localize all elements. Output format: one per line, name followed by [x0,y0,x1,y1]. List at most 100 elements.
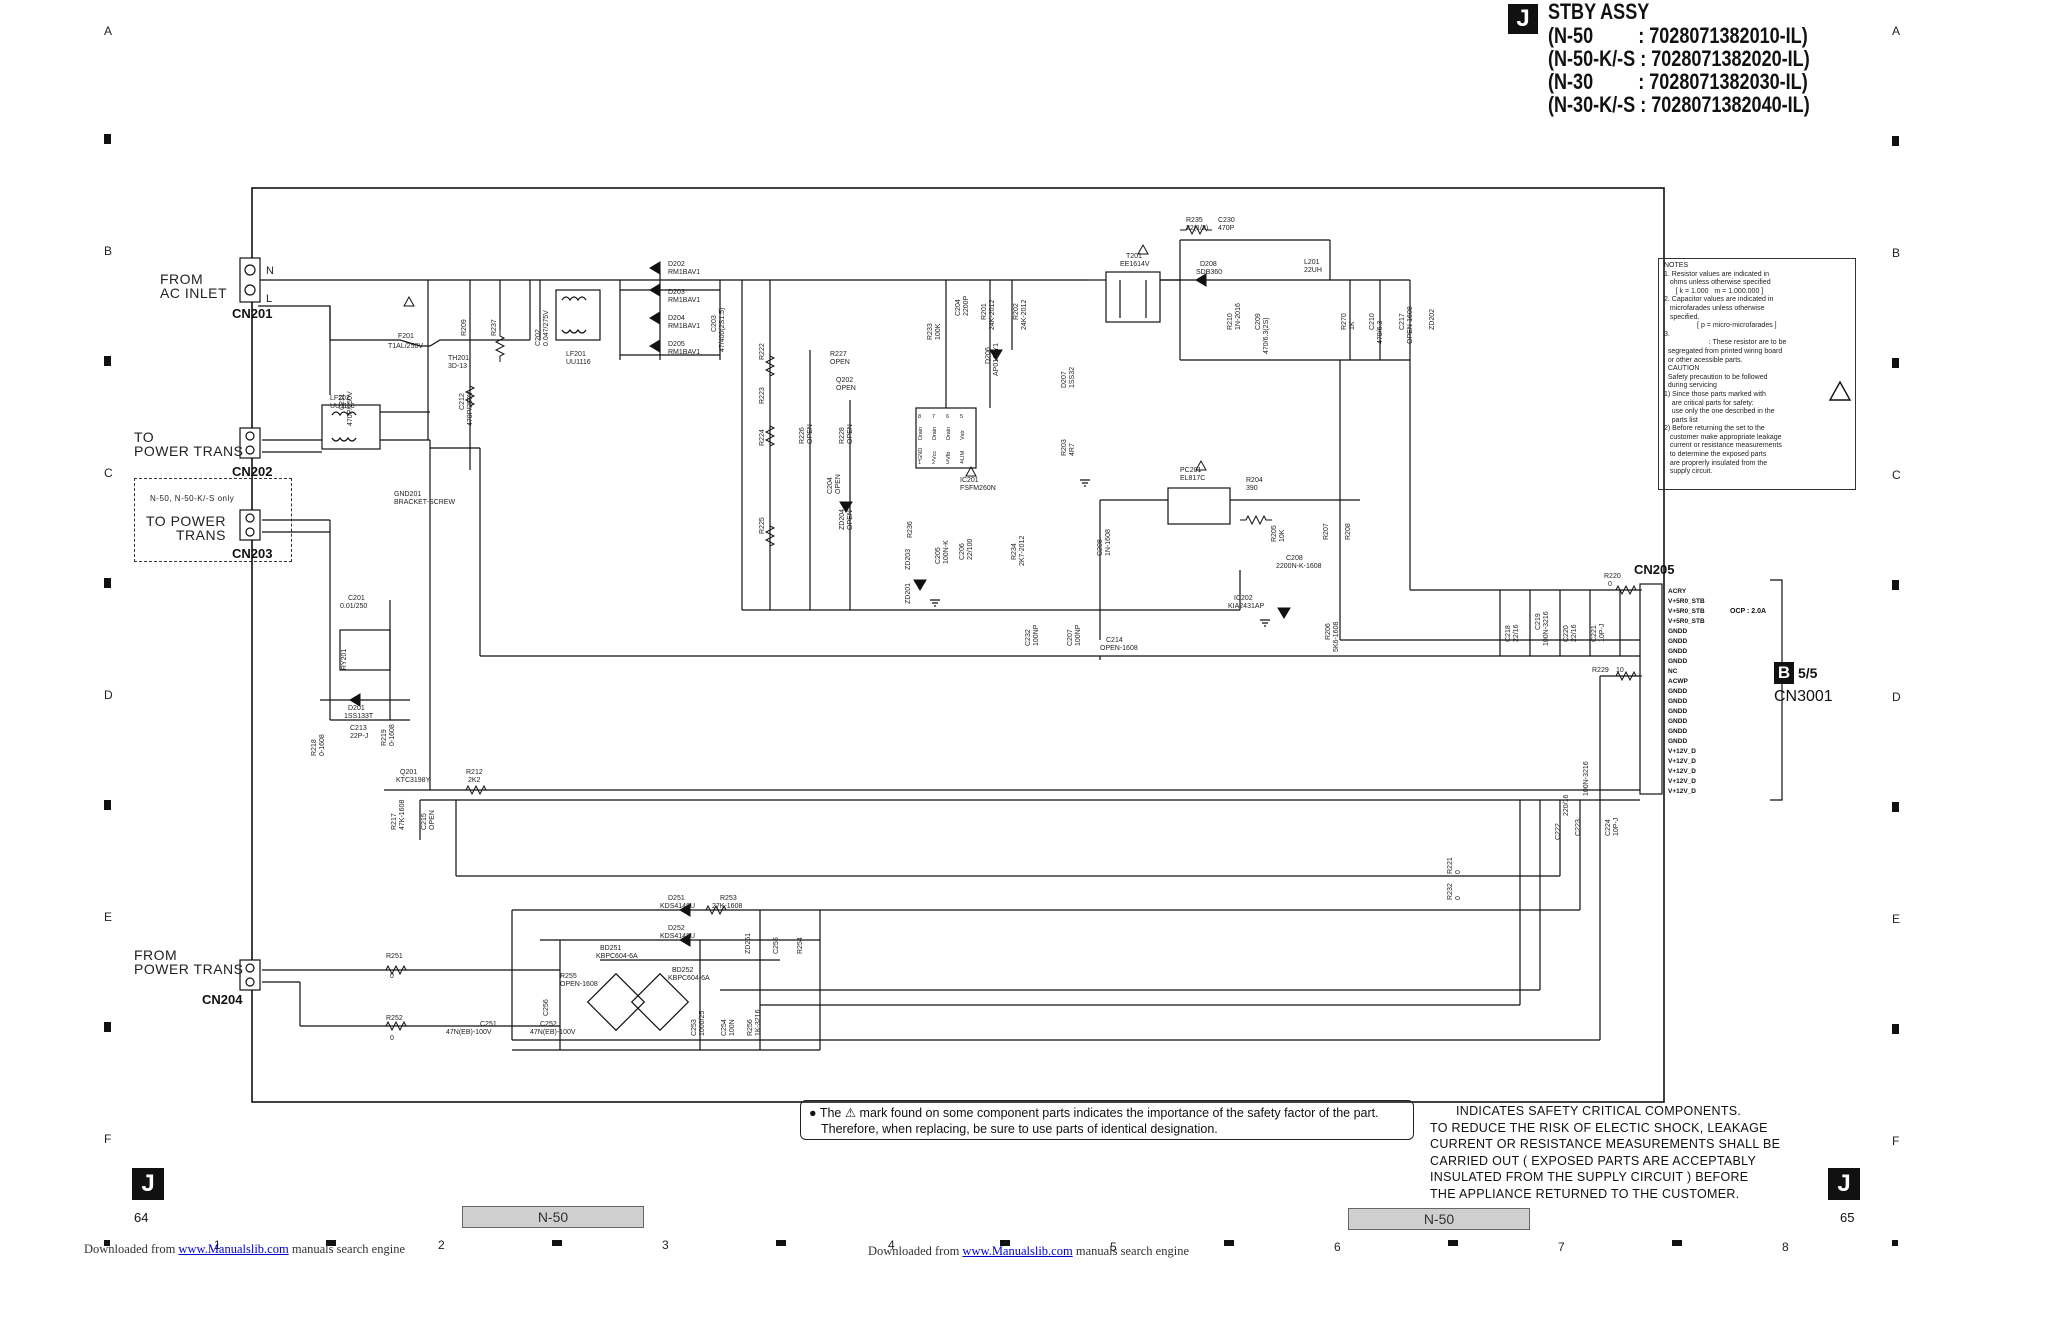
svg-text:2200N-K-1608: 2200N-K-1608 [1276,563,1322,570]
svg-text:RM1BAV1: RM1BAV1 [668,323,700,330]
board-sheet-fraction: 5/5 [1798,665,1818,681]
svg-text:C254: C254 [721,1019,728,1036]
svg-text:C203: C203 [711,315,718,332]
board-connector: CN3001 [1774,688,1833,705]
note-line: are proprerly insulated from the [1664,459,1768,467]
row-ref-e-left: E [104,910,113,924]
note-line: customer make appropriate leakage [1664,433,1782,441]
row-ref-f-left: F [104,1132,112,1146]
notes-box: NOTES 1. Resistor values are indicated i… [1658,258,1856,490]
footer-link[interactable]: www.Manualslib.com [962,1244,1073,1258]
svg-text:C209: C209 [1255,313,1262,330]
svg-text:LF202: LF202 [330,395,350,402]
svg-text:Q202: Q202 [836,377,853,384]
model-line-2: (N-50-K/-S : 7028071382020-IL) [1548,46,1810,71]
svg-text:KBPC604-6A: KBPC604-6A [596,953,638,960]
svg-text:5K6-1608: 5K6-1608 [1333,622,1340,652]
grid-tick [104,800,111,810]
cn201-pin-l: L [266,293,273,305]
note-line: 1. Resistor values are indicated in [1664,270,1770,278]
cn205-pin-12: GNDD [1668,698,1688,705]
note-line: specified. [1664,313,1700,321]
svg-text:C223: C223 [1575,819,1582,836]
svg-text:470/6.3(2S): 470/6.3(2S) [1263,317,1270,354]
svg-text:C210: C210 [1369,313,1376,330]
note-line: during servicing [1664,382,1717,390]
svg-text:Drain: Drain [918,427,924,440]
note-line: or other acessible parts. [1664,356,1743,364]
svg-text:2: 2 [932,460,935,466]
svg-text:22UH: 22UH [1304,267,1322,274]
col-ref-4: 4 [888,1238,895,1252]
svg-text:1K-3216: 1K-3216 [755,1009,762,1036]
svg-text:D203: D203 [668,289,685,296]
svg-text:C204: C204 [827,477,834,494]
row-ref-b-left: B [104,244,113,258]
col-ref-6: 6 [1334,1240,1341,1254]
cn202-label-line2: POWER TRANS [134,443,244,459]
safety-line: INDICATES SAFETY CRITICAL COMPONENTS. [1456,1104,1742,1118]
svg-text:47N(EB)-100V: 47N(EB)-100V [530,1029,576,1036]
svg-text:Drain: Drain [946,427,952,440]
footer-prefix: Downloaded from [84,1242,179,1256]
svg-text:R208: R208 [1345,523,1352,540]
svg-text:C255: C255 [773,937,780,954]
col-ref-7: 7 [1558,1240,1565,1254]
svg-text:Q201: Q201 [400,769,417,776]
svg-text:R232: R232 [1447,883,1454,900]
svg-text:3D-13: 3D-13 [448,363,467,370]
svg-text:R234: R234 [1011,543,1018,560]
col-ref-8: 8 [1782,1240,1789,1254]
col-ref-2: 2 [438,1238,445,1252]
cn205-pin-19: V+12V_D [1668,768,1697,775]
note-line: ohms unless otherwise specified [1664,279,1771,287]
warning-text-1: mark found on some component parts indic… [859,1106,1379,1120]
svg-text:C215: C215 [421,813,428,830]
note-line: CAUTION [1664,365,1700,373]
svg-text:T201: T201 [1126,253,1142,260]
note-line: are critical parts for safety: [1664,399,1754,407]
svg-text:2K7-2012: 2K7-2012 [1019,536,1026,566]
svg-text:1N-1608: 1N-1608 [1105,529,1112,556]
cn204-label-line2: POWER TRANS [134,961,244,977]
row-ref-c-left: C [104,466,113,480]
row-ref-a-right: A [1892,24,1901,38]
note-line: Safety precaution to be followed [1664,373,1768,381]
svg-text:D251: D251 [668,895,685,902]
svg-text:C221: C221 [1591,625,1598,642]
svg-text:TH201: TH201 [448,355,469,362]
cn201-label-line1: FROM [160,271,204,287]
svg-text:L201: L201 [1304,259,1320,266]
svg-text:OPEN: OPEN [835,474,842,494]
svg-text:R222: R222 [759,343,766,360]
svg-text:22/16: 22/16 [1571,624,1578,642]
cn205-pin-2: V+5R0_STB [1668,598,1705,605]
svg-text:8: 8 [918,414,921,420]
svg-text:C204: C204 [955,299,962,316]
svg-text:R237: R237 [491,319,498,336]
cn205-pin-15: GNDD [1668,728,1688,735]
svg-text:KDS4148U: KDS4148U [660,933,695,940]
svg-text:2200P: 2200P [963,295,970,316]
svg-text:0: 0 [1455,870,1462,874]
safety-line: CARRIED OUT ( EXPOSED PARTS ARE ACCEPTAB… [1430,1153,1757,1168]
svg-text:R270: R270 [1341,313,1348,330]
footer-link[interactable]: www.Manualslib.com [178,1242,289,1256]
svg-text:ZD201: ZD201 [905,583,912,604]
svg-text:RM1BAV1: RM1BAV1 [668,349,700,356]
note-line: 2) Before returning the set to the [1664,425,1765,433]
col-ref-3: 3 [662,1238,669,1252]
note-line: 1) Since those parts marked with [1664,390,1766,398]
svg-text:22/16: 22/16 [1513,624,1520,642]
grid-tick [1892,802,1899,812]
svg-text:EL817C: EL817C [1180,475,1205,482]
svg-text:Vstr: Vstr [960,430,966,440]
svg-text:C217: C217 [1399,313,1406,330]
svg-text:R203: R203 [1061,439,1068,456]
svg-text:100NP: 100NP [1033,624,1040,646]
svg-text:RY201: RY201 [341,649,348,670]
grid-tick [104,578,111,588]
sheet-badge: J [1508,4,1538,34]
cn203-label-line2: TRANS [176,527,226,543]
cn205-pin-7: GNDD [1668,648,1688,655]
